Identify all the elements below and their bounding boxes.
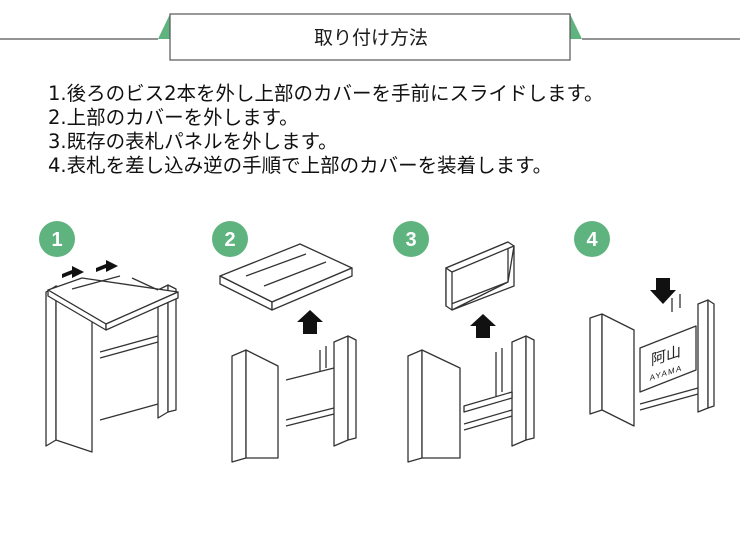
post-right-side — [333, 335, 349, 447]
post-right-side — [697, 299, 709, 413]
rail — [99, 403, 159, 421]
top-cover-edge — [105, 291, 179, 331]
banner-fold-left — [158, 14, 170, 39]
post-right-front — [347, 335, 357, 441]
rail — [285, 407, 335, 421]
post-right-front — [525, 335, 535, 441]
cover-slot — [131, 277, 159, 291]
instruction-step-1: 1.後ろのビス2本を外し上部のカバーを手前にスライドします。 — [48, 82, 604, 105]
post-left-side — [589, 313, 603, 415]
insert-arrow-icon — [650, 278, 676, 304]
cover-groove — [263, 261, 327, 287]
post-right-front — [707, 299, 715, 409]
push-arrow-icon — [96, 260, 118, 272]
step-number-4: 4 — [586, 229, 598, 251]
rail — [639, 393, 699, 411]
rail — [463, 409, 513, 425]
step-badge-4 — [574, 221, 610, 257]
rail — [463, 415, 513, 431]
post-left-side — [407, 349, 423, 463]
post-left-side — [231, 349, 247, 463]
step-number-3: 3 — [405, 229, 416, 251]
post-left-front — [245, 349, 279, 459]
lift-arrow-icon — [470, 314, 496, 338]
step-badge-1 — [39, 221, 75, 257]
nameplate-panel-edge — [445, 267, 453, 311]
rail — [285, 413, 335, 427]
step-badge-2 — [212, 221, 248, 257]
cover-slot — [71, 275, 121, 290]
post-right-side — [511, 335, 527, 447]
instruction-step-3: 3.既存の表札パネルを外します。 — [48, 130, 338, 153]
figure-step-2: 2 — [212, 221, 357, 463]
title-banner — [0, 13, 740, 61]
nameplate-panel-edge — [451, 245, 515, 311]
lift-arrow-icon — [297, 310, 323, 334]
figure-step-3: 3 — [393, 221, 535, 463]
rail — [639, 387, 699, 405]
step-badge-3 — [393, 221, 429, 257]
bottom-rail — [463, 391, 513, 413]
removed-cover-edge — [271, 267, 353, 311]
post-right-front — [167, 284, 177, 413]
banner-box — [169, 13, 571, 61]
installation-diagrams: 1 2 — [39, 221, 715, 463]
post-left-side — [45, 285, 57, 447]
push-arrow-icon — [62, 266, 84, 278]
inserted-nameplate — [639, 325, 697, 393]
post-left-front — [601, 313, 635, 427]
post-left-front — [421, 349, 461, 459]
banner-fold-right — [570, 14, 582, 39]
figure-step-1: 1 — [39, 221, 179, 453]
rail — [285, 367, 335, 381]
instruction-list: 1.後ろのビス2本を外し上部のカバーを手前にスライドします。 2.上部のカバーを… — [48, 82, 604, 178]
step-number-2: 2 — [224, 229, 235, 251]
cover-groove — [245, 253, 307, 277]
rail — [99, 335, 159, 353]
instruction-step-4: 4.表札を差し込み逆の手順で上部のカバーを装着します。 — [48, 154, 553, 177]
page-title: 取り付け方法 — [313, 27, 428, 49]
figure-step-4: 4 阿山 AYAMA — [574, 221, 715, 427]
step-number-1: 1 — [51, 229, 62, 251]
rail — [99, 341, 159, 359]
instruction-step-2: 2.上部のカバーを外します。 — [48, 106, 299, 129]
nameplate-panel-edge — [445, 241, 515, 273]
